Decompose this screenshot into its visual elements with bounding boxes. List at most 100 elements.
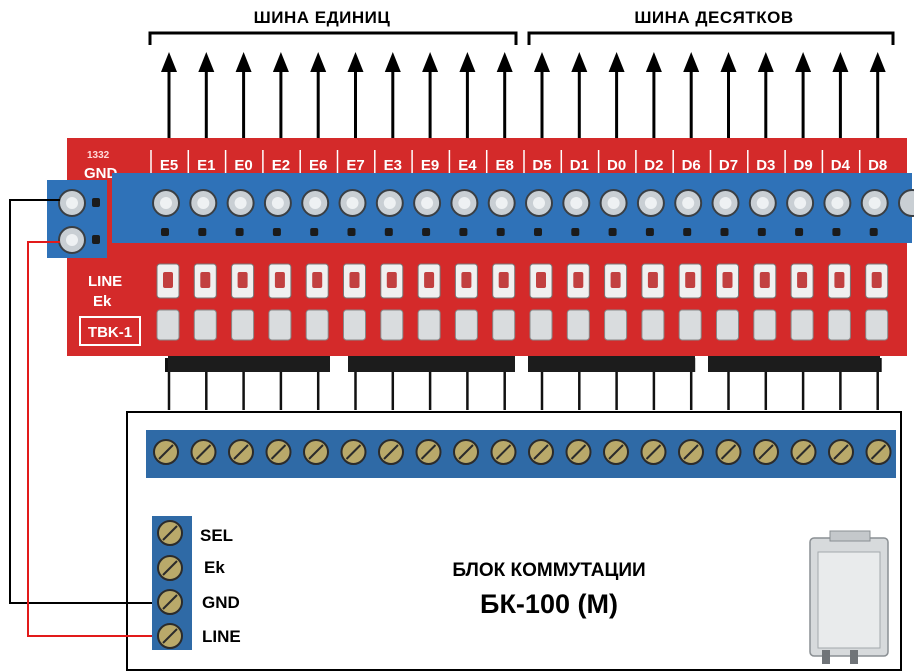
tens-bus-label: ШИНА ДЕСЯТКОВ — [634, 8, 793, 27]
terminal-screw — [265, 439, 292, 465]
channel-label: E5 — [160, 157, 178, 174]
unit-top-terminal-screws — [153, 439, 892, 465]
terminal-label-gnd: GND — [202, 593, 240, 612]
terminal-screw — [153, 439, 179, 465]
channel-label: D8 — [868, 157, 887, 174]
terminal-screw — [157, 589, 183, 615]
board-line-label: LINE — [88, 273, 122, 290]
bus-arrow — [459, 52, 476, 140]
bus-arrow — [235, 52, 252, 140]
led-switch — [678, 263, 702, 341]
unit-top-terminal-block — [146, 430, 896, 478]
board-terminal-screws — [152, 189, 914, 236]
pin-header-housing — [348, 356, 515, 372]
terminal-screw — [823, 189, 852, 236]
channel-label: D9 — [794, 157, 813, 174]
led-switch — [305, 263, 329, 341]
bus-arrow — [161, 52, 177, 140]
terminal-screw — [375, 189, 404, 236]
bus-arrow — [795, 52, 812, 140]
terminal-screw — [152, 189, 180, 236]
terminal-screw — [226, 189, 255, 236]
board-name-frame — [79, 316, 141, 346]
bus-arrow — [645, 52, 662, 140]
bus-output-arrows — [161, 52, 886, 140]
terminal-screw — [487, 189, 516, 236]
bus-arrow — [347, 52, 364, 140]
terminal-screw — [565, 439, 592, 465]
units-bus-label: ШИНА ЕДИНИЦ — [254, 8, 391, 27]
terminal-screw — [603, 439, 629, 465]
channel-label: E2 — [272, 157, 290, 174]
terminal-screw — [790, 439, 817, 465]
led-switch — [380, 263, 404, 341]
led-switch — [454, 263, 478, 341]
terminal-screw — [828, 439, 854, 465]
bus-arrow — [683, 52, 700, 140]
terminal-screw — [58, 189, 100, 217]
led-switch — [529, 263, 553, 341]
channel-label: E7 — [346, 157, 364, 174]
bus-arrow — [720, 52, 737, 140]
terminal-screw — [562, 189, 591, 236]
terminal-screw — [189, 189, 218, 236]
terminal-screw — [415, 439, 442, 465]
terminal-screw — [303, 439, 329, 465]
terminal-screw — [453, 439, 479, 465]
terminal-screw — [157, 555, 183, 581]
led-switch — [790, 263, 814, 341]
led-switch — [566, 263, 590, 341]
terminal-screw — [674, 189, 703, 236]
led-switch — [604, 263, 628, 341]
led-switch — [231, 263, 255, 341]
channel-label: D6 — [682, 157, 701, 174]
board-name: TBK-1 — [88, 324, 132, 341]
channel-label: D2 — [644, 157, 663, 174]
terminal-screw — [786, 189, 815, 236]
wire-gnd — [9, 199, 152, 604]
unit-model: БК-100 (М) — [480, 589, 618, 619]
terminal-screw — [715, 439, 742, 465]
channel-label: D0 — [607, 157, 626, 174]
terminal-screw — [636, 189, 665, 236]
led-row — [156, 263, 889, 341]
wire-line — [27, 241, 152, 637]
board-ek-label: Ek — [93, 293, 112, 310]
terminal-screw — [338, 189, 367, 236]
terminal-screw — [528, 439, 554, 465]
channel-label: E6 — [309, 157, 327, 174]
terminal-screw — [678, 439, 704, 465]
bus-arrow — [534, 52, 550, 140]
led-switch — [753, 263, 777, 341]
bus-arrow — [310, 52, 327, 140]
bus-arrow — [198, 52, 215, 140]
terminal-label-sel: SEL — [200, 526, 233, 545]
channel-label: D5 — [532, 157, 551, 174]
channel-label: E8 — [496, 157, 514, 174]
pin-header-housing — [708, 356, 880, 372]
terminal-screw — [378, 439, 404, 465]
terminal-screw — [263, 189, 292, 236]
terminal-screw — [898, 189, 914, 217]
led-switch — [641, 263, 665, 341]
led-switch — [193, 263, 217, 341]
terminal-screw — [58, 226, 100, 254]
channel-label: E9 — [421, 157, 439, 174]
bus-arrow — [832, 52, 849, 140]
terminal-screw — [753, 439, 779, 465]
pin-header-housing — [168, 356, 330, 372]
terminal-screw — [228, 439, 254, 465]
terminal-screw — [450, 189, 479, 236]
bus-arrow — [272, 52, 289, 140]
board-left-terminal-screws — [58, 189, 100, 254]
board-code: 1332 — [87, 150, 110, 161]
channel-label: E0 — [234, 157, 252, 174]
bus-arrow — [869, 52, 886, 140]
bus-arrow — [608, 52, 625, 140]
terminal-screw — [525, 189, 553, 236]
terminal-screw — [748, 189, 777, 236]
bus-arrow — [757, 52, 774, 140]
terminal-screw — [860, 189, 889, 236]
